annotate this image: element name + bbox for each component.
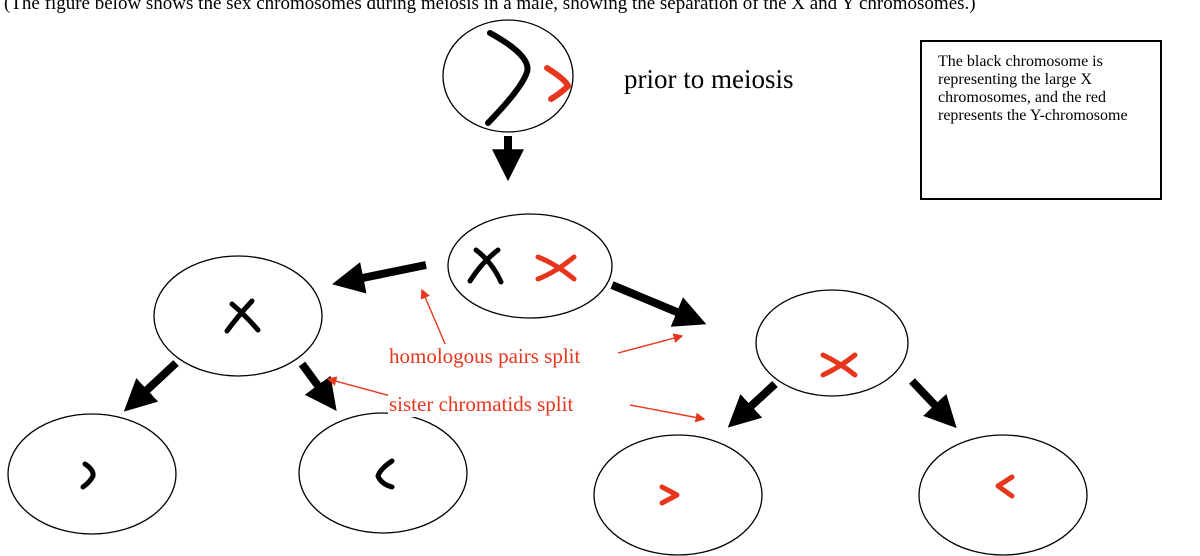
y-chromosome-replicated — [535, 254, 577, 282]
x-chromatid-gamete-1 — [80, 461, 96, 490]
arrow-to-gamete-y-2 — [909, 378, 957, 429]
annotation-sister-split: sister chromatids split — [388, 392, 575, 417]
x-chromatid-gamete-2 — [375, 458, 395, 490]
legend-note: The black chromosome is representing the… — [920, 40, 1162, 200]
gamete-x-1 — [7, 413, 177, 535]
arrow-to-gamete-x-2 — [298, 361, 337, 412]
annotation-homologous-split: homologous pairs split — [388, 344, 582, 369]
arrow-to-y-daughter — [610, 281, 707, 327]
x-chromosome-sister-chromatids — [224, 298, 261, 334]
gamete-y-1 — [593, 434, 763, 556]
x-chromosome-replicated — [467, 247, 504, 285]
y-chromatid-gamete-1 — [659, 484, 680, 506]
arrow-to-gamete-x-1 — [123, 360, 179, 412]
arrow-to-gamete-y-1 — [727, 381, 778, 428]
cell-before-meiosis — [442, 19, 574, 133]
gamete-y-2 — [918, 434, 1088, 556]
cell-x-daughter — [153, 255, 323, 377]
x-chromosome-unreplicated — [485, 30, 531, 126]
y-chromatid-gamete-2 — [995, 474, 1015, 499]
pointer-sister-right — [629, 404, 706, 423]
gamete-x-2 — [298, 412, 468, 534]
cell-y-daughter — [755, 289, 909, 397]
stage-label: prior to meiosis — [624, 64, 794, 94]
truncated-caption: (The figure below shows the sex chromoso… — [4, 0, 976, 13]
pointer-homologous-right — [617, 333, 684, 354]
pointer-homologous-left — [420, 288, 447, 347]
y-chromosome-sister-chromatids — [820, 352, 858, 378]
y-chromosome-unreplicated — [544, 65, 571, 102]
cell-meiosis-1 — [447, 213, 613, 319]
arrow-to-x-daughter — [332, 261, 427, 294]
pointer-sister-left — [326, 376, 399, 399]
